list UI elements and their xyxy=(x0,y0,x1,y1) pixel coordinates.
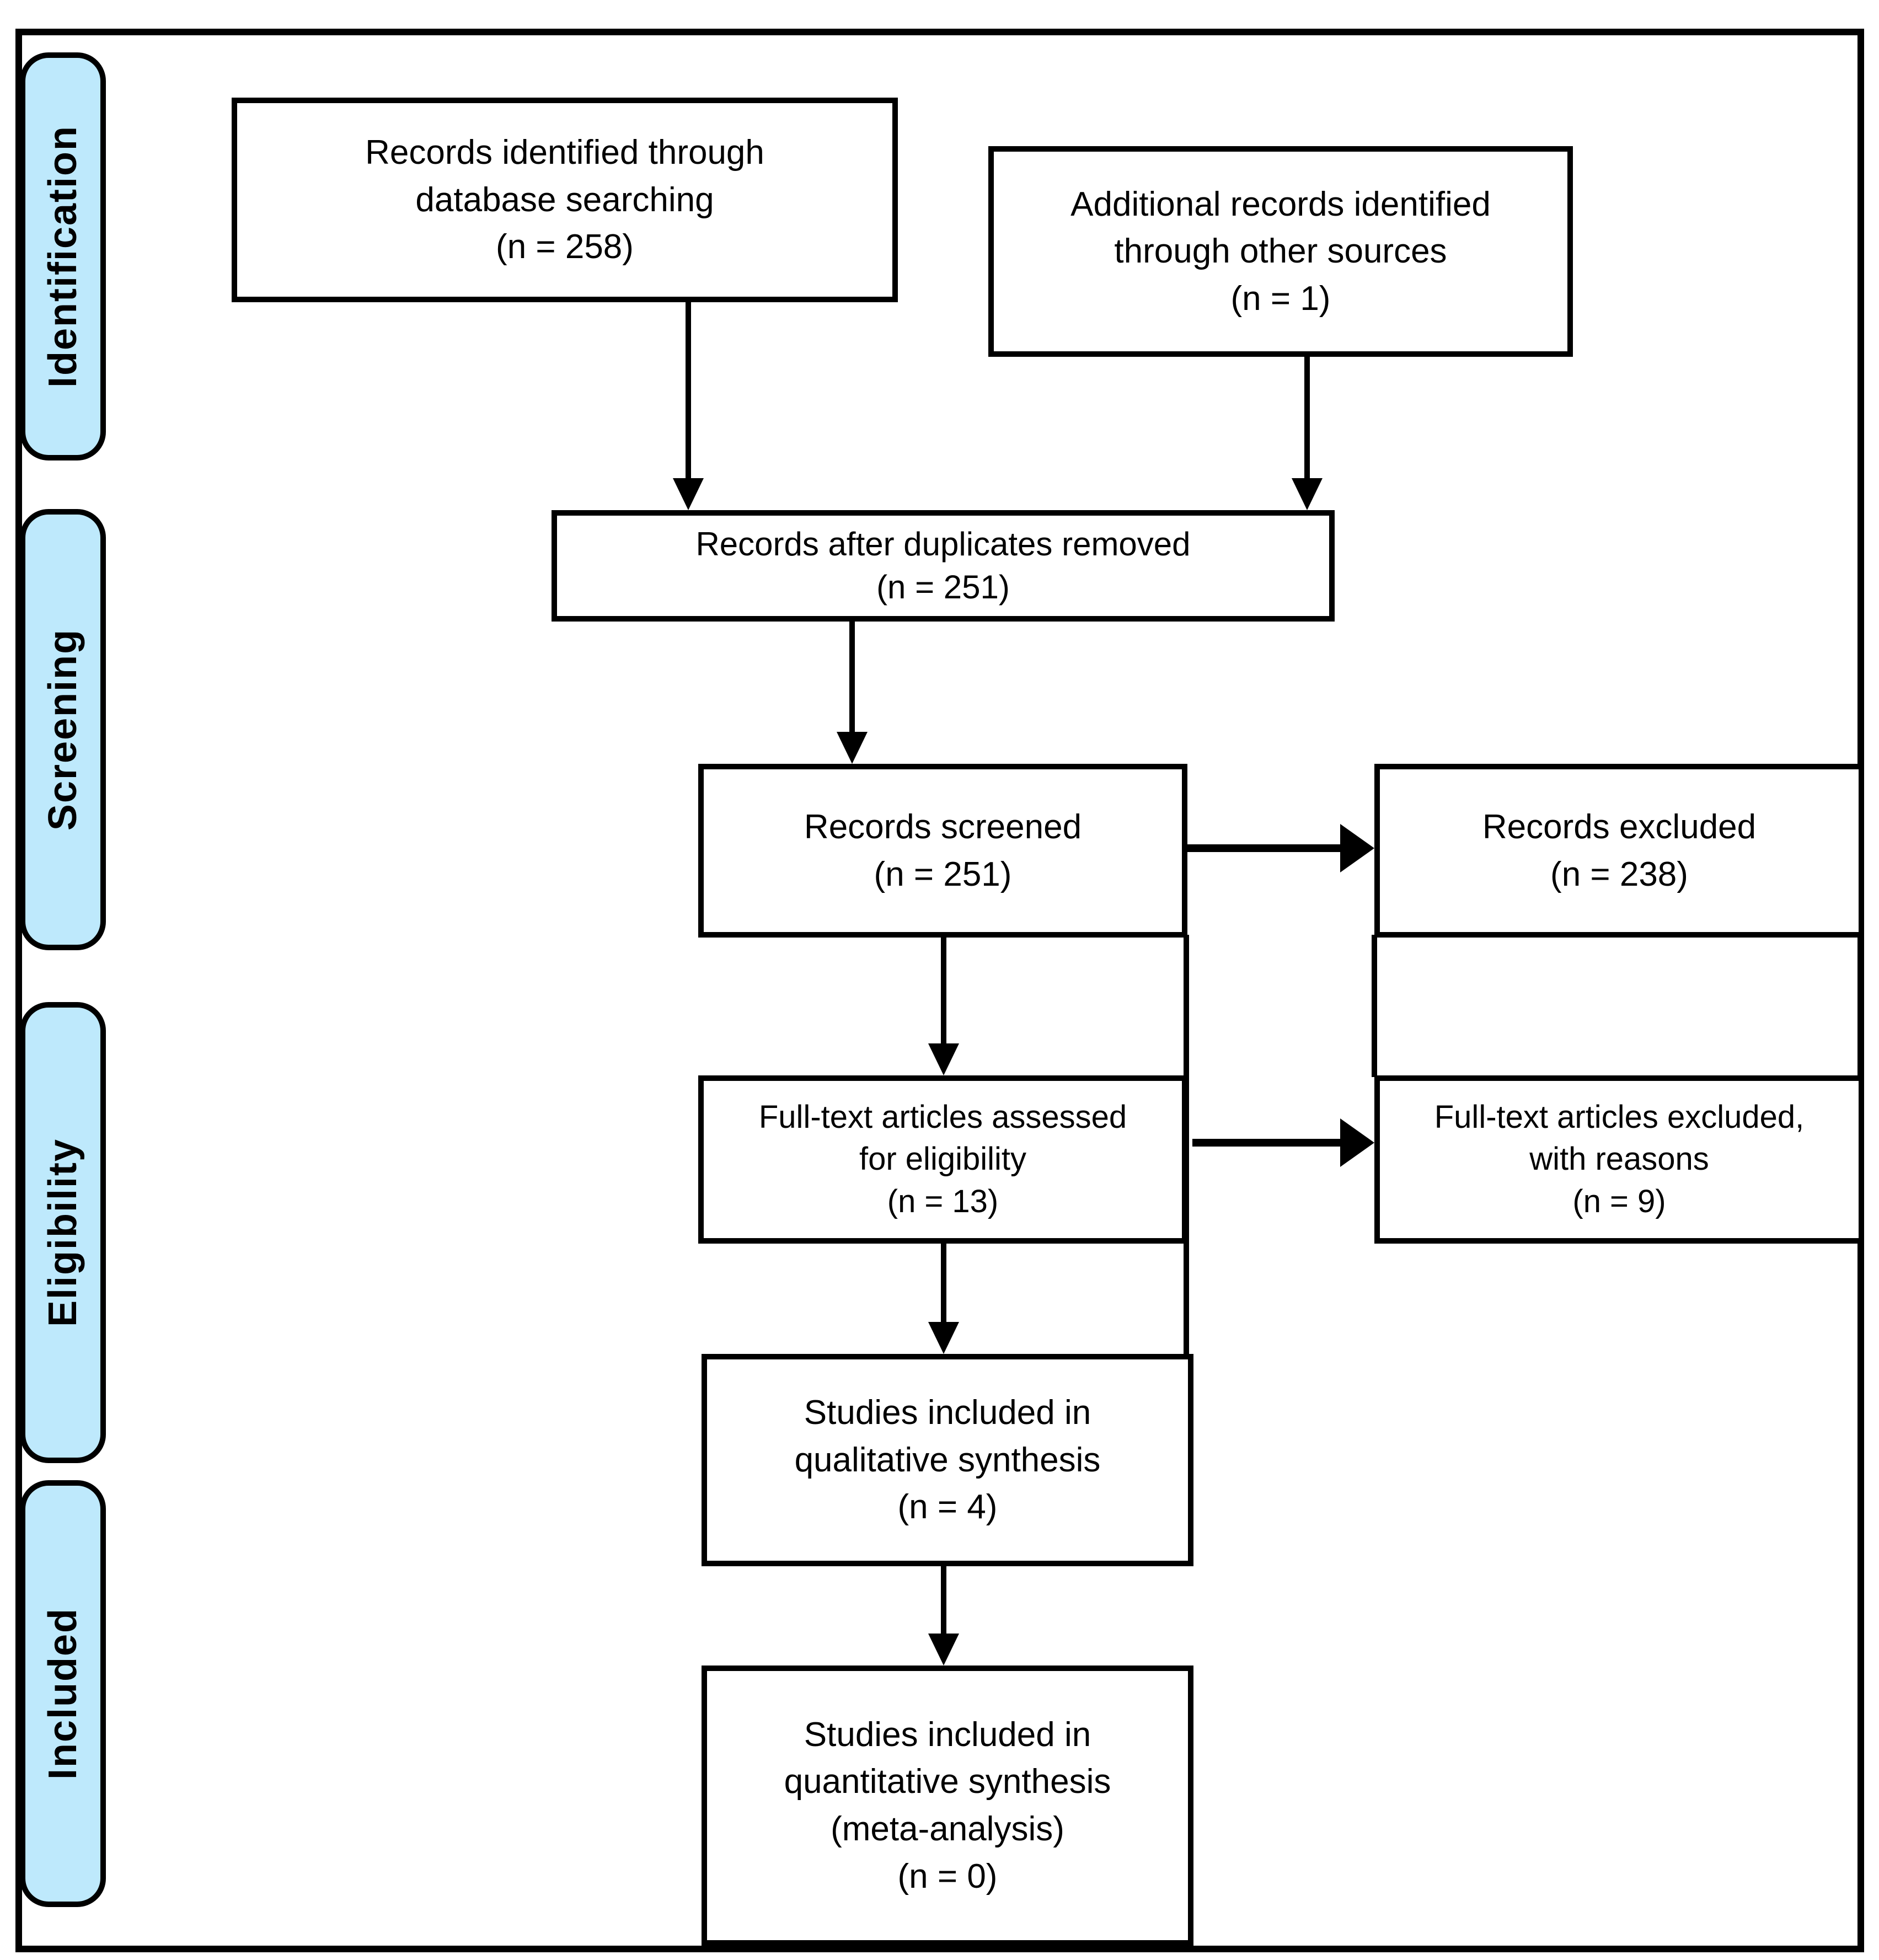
connector-rule-excluded-column xyxy=(1372,935,1377,1077)
arrow-fulltext-to-qualitative xyxy=(941,1244,946,1322)
box-text-line: (n = 4) xyxy=(897,1488,998,1527)
box-text-line: (meta-analysis) xyxy=(831,1810,1064,1848)
flow-box-qualitative-synthesis: Studies included in qualitative synthesi… xyxy=(702,1354,1193,1566)
stage-label-eligibility: Eligibility xyxy=(41,1138,85,1327)
box-text-line: Additional records identified xyxy=(1070,185,1491,223)
box-text-line: Records after duplicates removed xyxy=(695,526,1191,563)
box-text-line: Studies included in xyxy=(804,1394,1091,1432)
flow-box-fulltext-assessed: Full-text articles assessed for eligibil… xyxy=(698,1075,1187,1244)
arrow-screened-to-fulltext xyxy=(941,938,946,1043)
box-text-line: Records screened xyxy=(804,807,1082,846)
box-text-line: (n = 13) xyxy=(887,1183,999,1219)
box-text-line: with reasons xyxy=(1529,1141,1709,1177)
box-text-line: database searching xyxy=(415,180,714,219)
box-text-line: (n = 251) xyxy=(874,855,1012,893)
stage-pill-eligibility: Eligibility xyxy=(20,1002,106,1463)
flow-box-fulltext-excluded: Full-text articles excluded, with reason… xyxy=(1374,1075,1864,1244)
stage-pill-screening: Screening xyxy=(20,509,106,950)
stage-pill-included: Included xyxy=(20,1480,106,1907)
outer-frame xyxy=(15,29,1864,1952)
flow-box-records-identified: Records identified through database sear… xyxy=(232,98,898,302)
flow-box-records-screened: Records screened (n = 251) xyxy=(698,764,1187,938)
flow-box-quantitative-synthesis: Studies included in quantitative synthes… xyxy=(702,1666,1193,1946)
box-text-line: (n = 0) xyxy=(897,1857,998,1895)
box-text-line: (n = 9) xyxy=(1572,1183,1666,1219)
flow-box-additional-records: Additional records identified through ot… xyxy=(988,146,1573,357)
arrow-duplicates-to-screened xyxy=(849,622,855,732)
arrow-screened-to-excluded xyxy=(1187,844,1340,852)
arrow-additional-records-to-duplicates xyxy=(1304,357,1310,478)
stage-label-included: Included xyxy=(41,1607,85,1780)
box-text-line: for eligibility xyxy=(859,1141,1026,1177)
box-text-line: (n = 238) xyxy=(1550,855,1688,893)
flow-box-records-excluded: Records excluded (n = 238) xyxy=(1374,764,1864,938)
box-text-line: Full-text articles assessed xyxy=(758,1099,1127,1135)
box-text-line: quantitative synthesis xyxy=(784,1763,1111,1801)
box-text-line: (n = 1) xyxy=(1230,279,1331,318)
box-text-line: Records excluded xyxy=(1482,807,1757,846)
stage-label-screening: Screening xyxy=(41,628,85,831)
arrow-records-identified-to-duplicates xyxy=(686,302,691,478)
flow-box-duplicates-removed: Records after duplicates removed (n = 25… xyxy=(552,510,1335,622)
stage-pill-identification: Identification xyxy=(20,52,106,460)
box-text-line: (n = 251) xyxy=(876,569,1010,606)
box-text-line: (n = 258) xyxy=(496,228,634,266)
box-text-line: Full-text articles excluded, xyxy=(1434,1099,1805,1135)
arrow-fulltext-to-fulltext-excluded xyxy=(1192,1139,1340,1147)
box-text-line: qualitative synthesis xyxy=(794,1440,1101,1479)
box-text-line: Records identified through xyxy=(365,133,764,172)
stage-label-identification: Identification xyxy=(41,125,85,388)
arrow-qualitative-to-quantitative xyxy=(941,1566,946,1634)
box-text-line: through other sources xyxy=(1114,232,1447,271)
box-text-line: Studies included in xyxy=(804,1715,1091,1754)
